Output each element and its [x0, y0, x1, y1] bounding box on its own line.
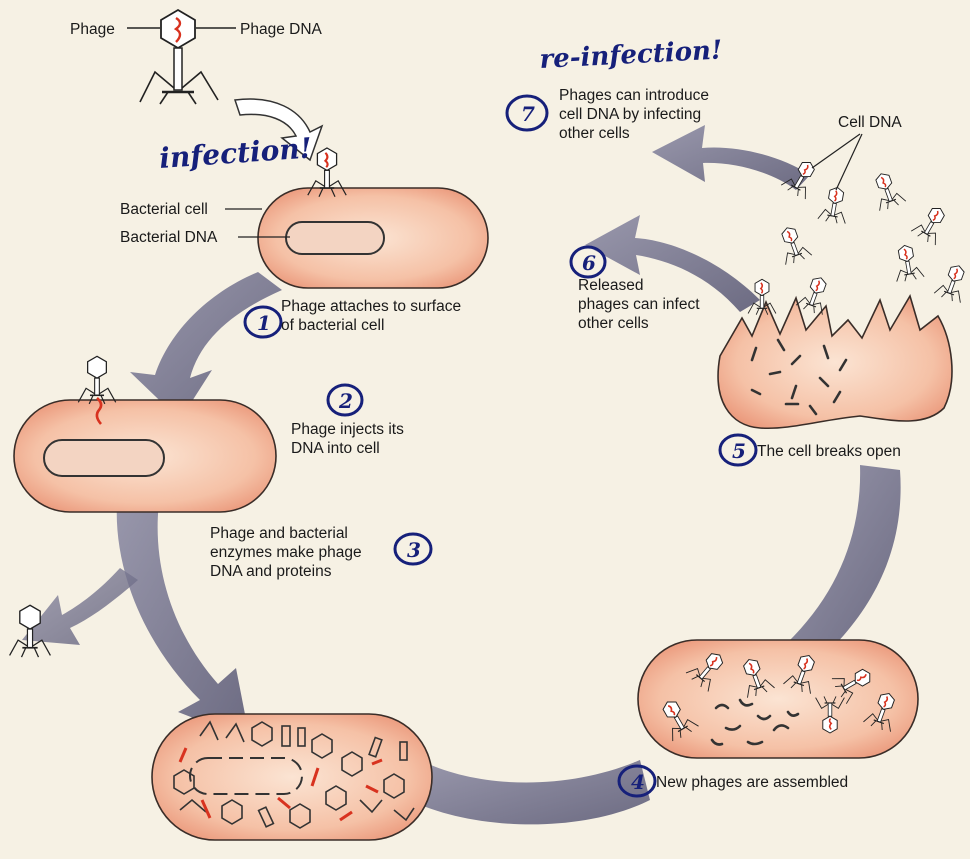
step-7-line-2: cell DNA by infecting: [559, 106, 701, 123]
cell-dna-label: Cell DNA: [838, 114, 902, 131]
bacterial-dna-label: Bacterial DNA: [120, 229, 218, 246]
step-3-line-3: DNA and proteins: [210, 563, 332, 580]
step-4-line-1: New phages are assembled: [656, 774, 848, 791]
phage-dna-label: Phage DNA: [240, 21, 323, 38]
step-2-number: 2: [338, 389, 353, 413]
step-3-line-1: Phage and bacterial: [210, 525, 348, 542]
bacterial-cell-label: Bacterial cell: [120, 201, 208, 218]
step-4-number: 4: [631, 770, 645, 794]
step-3-number: 3: [407, 538, 421, 562]
step-6-line-1: Released: [578, 277, 644, 294]
step-3-line-2: enzymes make phage: [210, 544, 362, 561]
step-2-line-1: Phage injects its: [291, 421, 404, 438]
step-7-number: 7: [521, 102, 535, 126]
step-6-number: 6: [582, 251, 596, 275]
step-6-line-2: phages can infect: [578, 296, 700, 313]
step-5-number: 5: [732, 439, 746, 463]
step-1-line-1: Phage attaches to surface: [281, 298, 461, 315]
step-1-number: 1: [257, 311, 271, 335]
bacterial-cell-4: [638, 640, 918, 758]
step-6-line-3: other cells: [578, 315, 649, 332]
step-7-line-3: other cells: [559, 125, 630, 142]
phage-label: Phage: [70, 21, 115, 38]
step-5-line-1: The cell breaks open: [757, 443, 901, 460]
step-2-line-2: DNA into cell: [291, 440, 380, 457]
bacterial-cell-3: [152, 714, 432, 840]
step-7-line-1: Phages can introduce: [559, 87, 709, 104]
step-1-line-2: of bacterial cell: [281, 317, 384, 334]
